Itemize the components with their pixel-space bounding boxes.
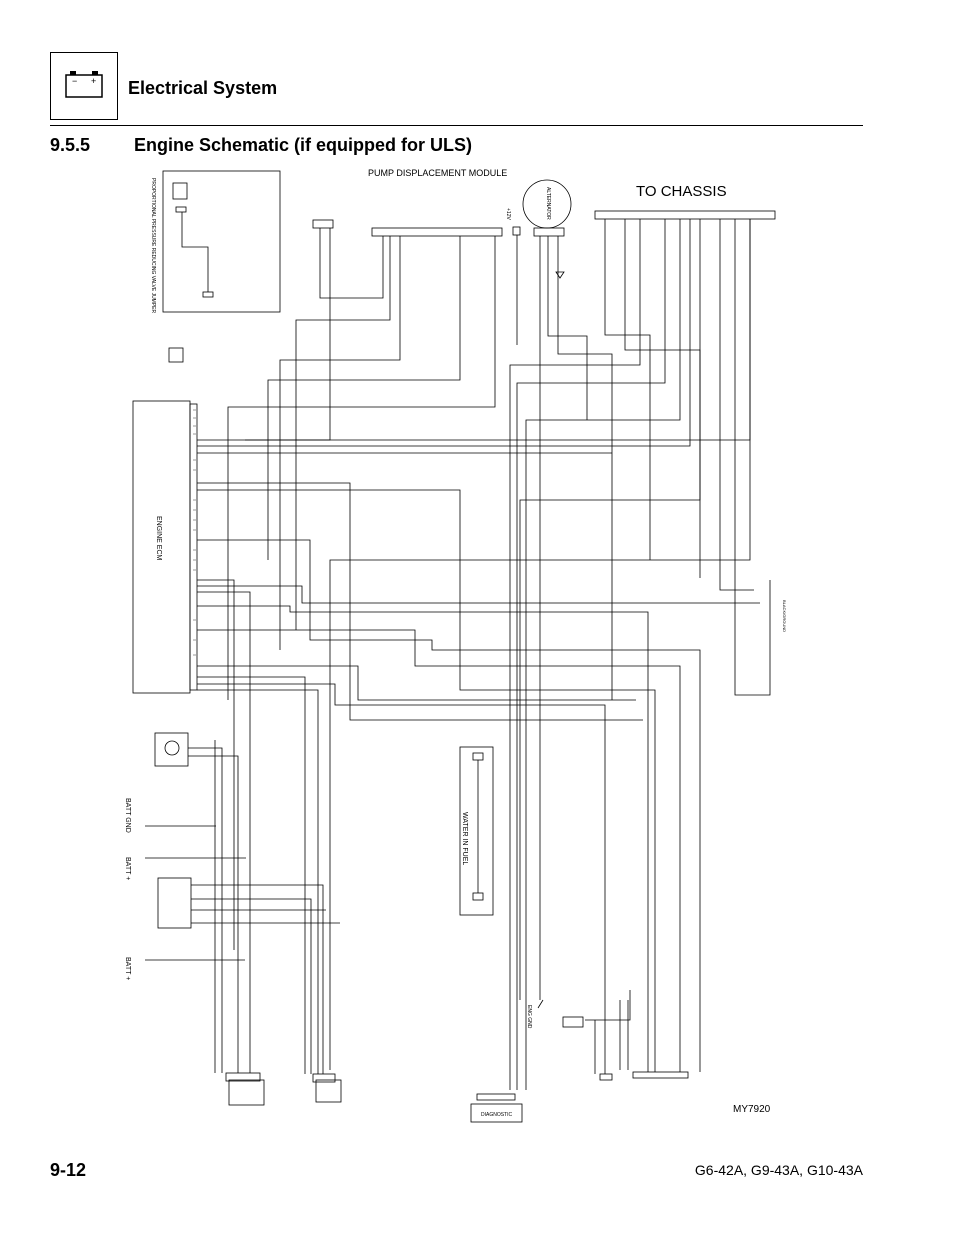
jumper-label: PROPORTIONAL PRESSURE REDUCING VALVE JUM… [150, 178, 156, 314]
batt-plus-label-2: BATT + [124, 957, 131, 980]
batt-gnd-label: BATT GND [124, 798, 131, 833]
subsection-heading: 9.5.5 Engine Schematic (if equipped for U… [50, 135, 472, 156]
water-in-fuel-box [459, 746, 494, 916]
diagnostic-box [470, 1103, 523, 1123]
page-number: 9-12 [50, 1160, 87, 1180]
water-in-fuel-label: WATER IN FUEL [461, 812, 468, 865]
drawing-reference-code: MY7920 [733, 1104, 771, 1115]
diagnostic-label: DIAGNOSTIC [481, 1112, 513, 1118]
black-ground-label: BLACK/GROUND [782, 600, 787, 632]
subsection-number: 9.5.5 [50, 135, 91, 155]
battery-minus-sign: − [72, 76, 77, 86]
battery-plus-sign: + [91, 76, 96, 86]
to-chassis-label: TO CHASSIS [636, 183, 727, 200]
batt-plus-label-1: BATT + [124, 857, 131, 880]
engine-ecm-label: ENGINE ECM [155, 516, 162, 561]
battery-icon-box: − + [50, 52, 118, 120]
header-divider [50, 125, 863, 126]
section-title: Electrical System [128, 78, 278, 98]
model-list: G6-42A, G9-43A, G10-43A [694, 1162, 863, 1178]
jumper-box [162, 170, 281, 313]
pump-module-label: PUMP DISPLACEMENT MODULE [368, 168, 507, 178]
plus-12v-label: +12V [505, 208, 511, 220]
alternator-label: ALTERNATOR [545, 187, 551, 220]
eng-gnd-label: ENG GND [526, 1005, 532, 1029]
battery-icon: − + [65, 71, 103, 98]
subsection-title: Engine Schematic (if equipped for ULS) [134, 135, 473, 155]
